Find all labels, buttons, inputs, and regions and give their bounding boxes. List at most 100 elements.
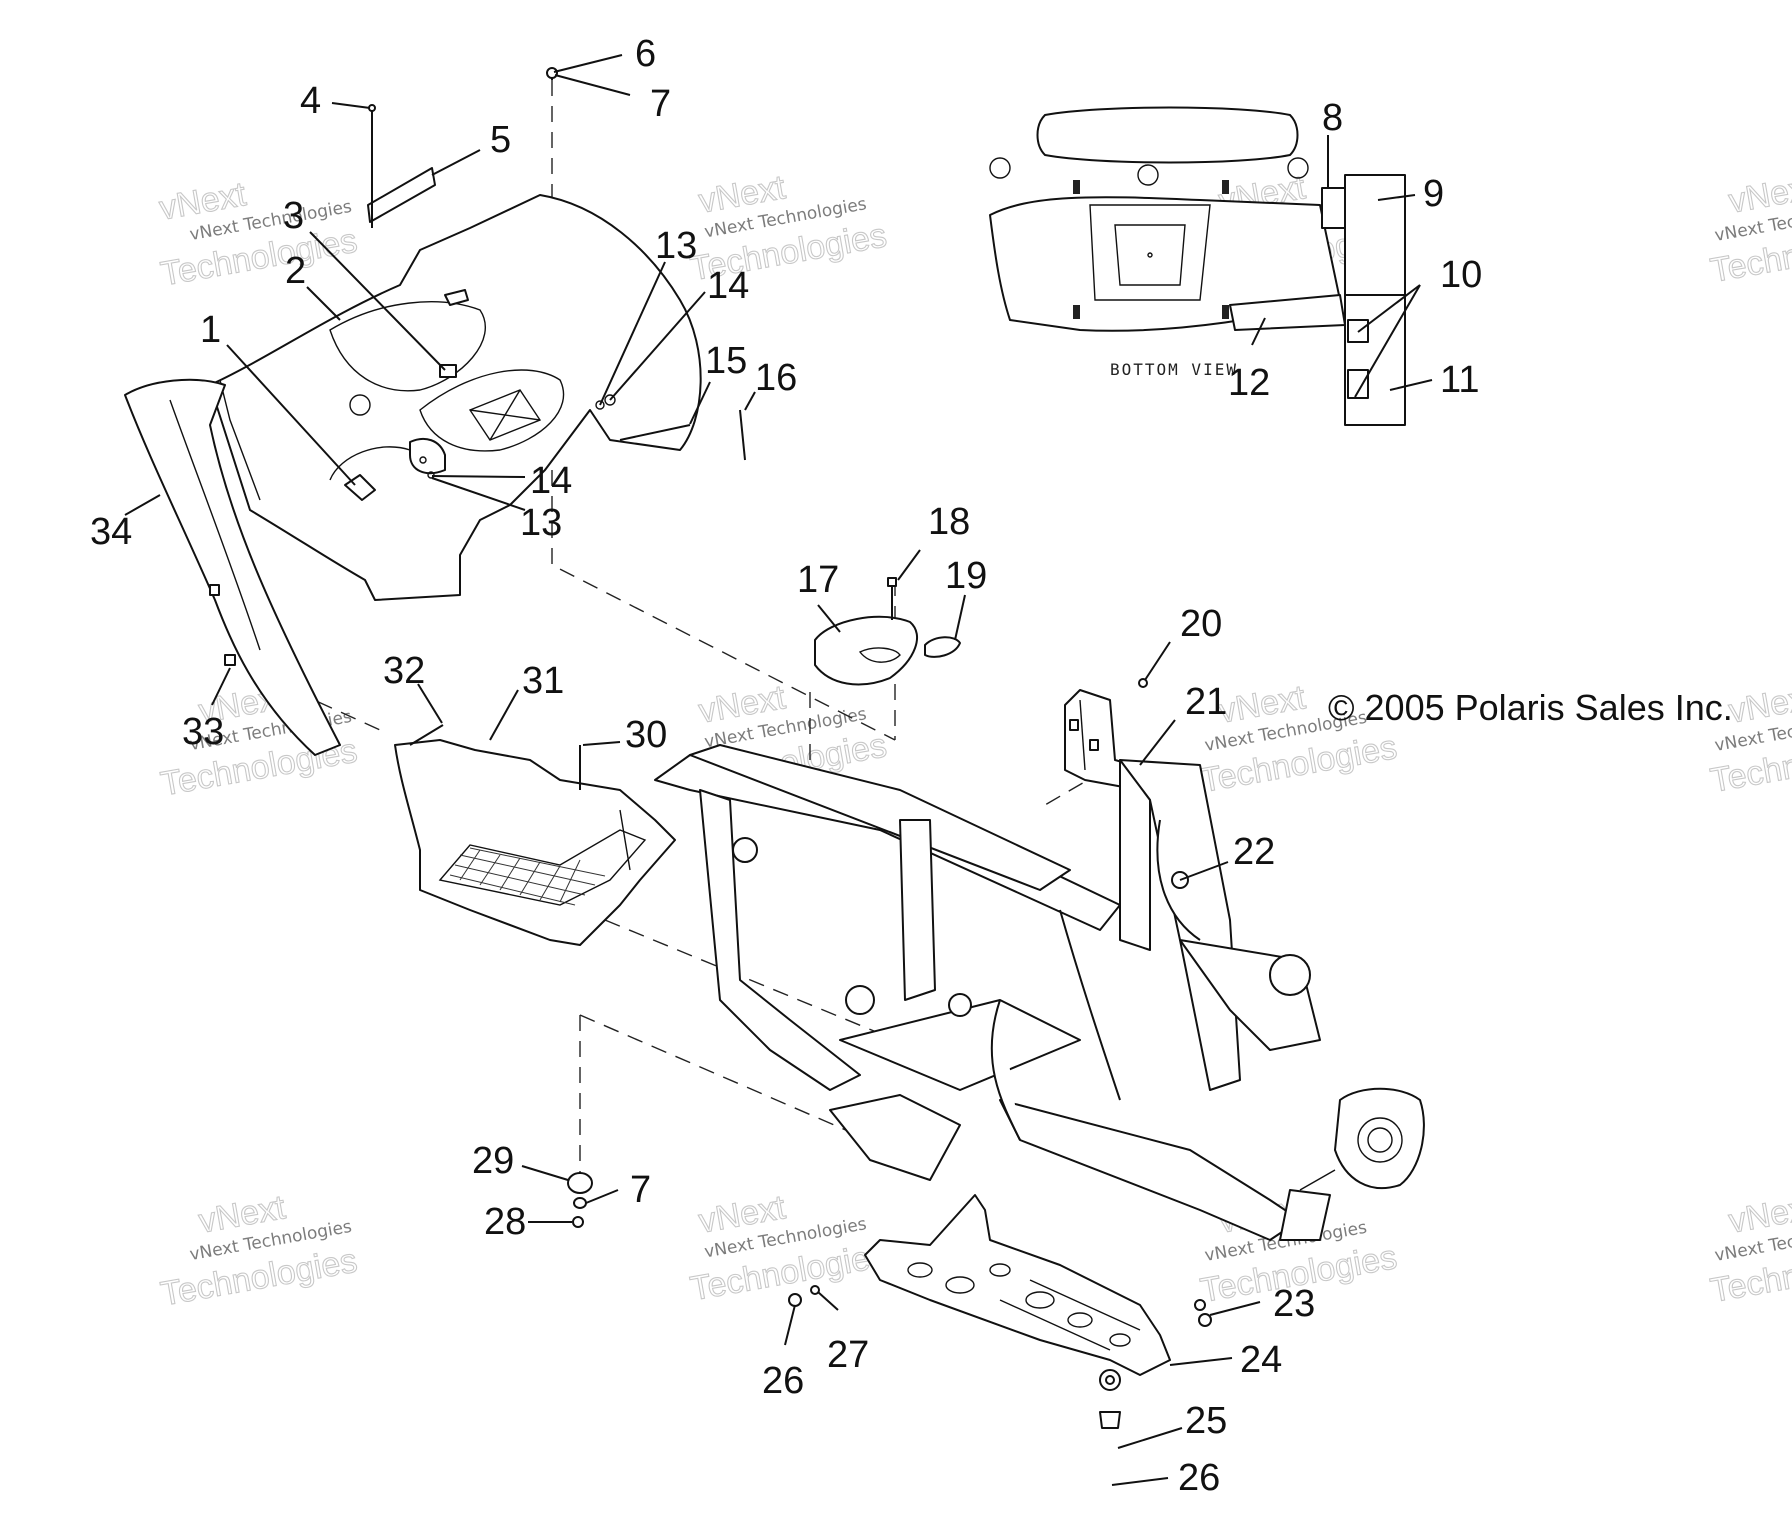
callout-16: 16 <box>755 357 797 399</box>
pin-part-16 <box>739 409 746 461</box>
leader-lines <box>124 54 1433 1486</box>
callout-18: 18 <box>928 501 970 543</box>
callout-28: 28 <box>484 1201 526 1243</box>
copyright-notice: © 2005 Polaris Sales Inc. <box>1328 687 1733 728</box>
callout-3: 3 <box>283 195 304 237</box>
callout-19: 19 <box>945 555 987 597</box>
differential-link <box>1299 1169 1336 1191</box>
callout-15: 15 <box>705 340 747 382</box>
frame-tower-side <box>1119 759 1151 951</box>
frame-left-leg <box>699 789 861 1091</box>
guide-line-footwell <box>579 1014 916 1161</box>
footwell-floor <box>438 829 647 906</box>
callout-22: 22 <box>1233 831 1275 873</box>
footwell-assembly <box>394 724 676 946</box>
washer-hole-25 <box>1105 1375 1115 1385</box>
leader-12 <box>1251 317 1266 346</box>
watermark-bottom-edge: vNext vNext Technologies Technologies <box>1707 1188 1792 1311</box>
differential-flange <box>1357 1117 1403 1163</box>
pin-head-18 <box>887 577 897 587</box>
frame-footrest-plate <box>829 1094 961 1181</box>
leader-18 <box>897 549 921 581</box>
callout-17: 17 <box>797 559 839 601</box>
svg-text:vNext: vNext <box>1726 168 1792 221</box>
leader-14-top <box>609 291 706 401</box>
bottom-view-plate-outer <box>1089 204 1211 301</box>
bracket-hole-2 <box>427 471 435 479</box>
watermark-bottom-center: vNext vNext Technologies Technologies <box>687 1188 890 1309</box>
screw-head-6 <box>546 67 558 79</box>
latch-cup-slot <box>858 647 901 663</box>
frame-bushing <box>1269 954 1311 996</box>
leader-14-lower <box>431 475 526 478</box>
bolt-part-26-lower <box>1099 1411 1121 1429</box>
frame-floor-plate <box>839 999 1081 1091</box>
leader-6 <box>553 54 623 73</box>
nut-part-28 <box>572 1216 584 1228</box>
bottom-view-tab-1 <box>1073 180 1080 194</box>
watermark-mid-edge: vNext vNext Technologies Technologies <box>1707 678 1792 801</box>
nut-14-right <box>604 394 616 406</box>
footwell-tread-grid <box>449 847 606 906</box>
seat-latch-parts <box>814 577 961 686</box>
callout-24: 24 <box>1240 1339 1282 1381</box>
fender-crease <box>219 379 261 501</box>
leader-20 <box>1144 641 1171 681</box>
grommet-13-right <box>595 400 605 410</box>
callout-7-lower: 7 <box>630 1169 651 1211</box>
callout-23: 23 <box>1273 1283 1315 1325</box>
frame-top-rail-right <box>689 744 1071 891</box>
screw-part-32 <box>409 724 444 746</box>
callout-33: 33 <box>182 711 224 753</box>
callout-7-top: 7 <box>650 83 671 125</box>
leader-3 <box>309 231 446 371</box>
callout-13-top: 13 <box>655 225 697 267</box>
skid-rib-1 <box>999 1299 1111 1351</box>
bottom-view-seat <box>1036 106 1299 164</box>
leader-23 <box>1209 1301 1261 1316</box>
leader-11 <box>1389 379 1433 391</box>
bottom-view-plate-inner <box>1114 224 1186 286</box>
callout-5: 5 <box>490 119 511 161</box>
bottom-view-tab-4 <box>1222 305 1229 319</box>
rear-reflector-bracket <box>409 437 446 475</box>
watermark-top-left: vNext vNext Technologies Technologies <box>156 175 361 294</box>
callout-30: 30 <box>625 714 667 756</box>
rod-part-15 <box>619 424 691 441</box>
rear-fender-assembly <box>124 67 746 756</box>
storage-well <box>329 301 486 392</box>
callout-26-lower: 26 <box>1178 1457 1220 1499</box>
frame-brace-1 <box>1059 909 1121 1101</box>
frame-hole-3 <box>948 993 972 1017</box>
callout-21: 21 <box>1185 681 1227 723</box>
callout-10: 10 <box>1440 254 1482 296</box>
bottom-view-tab-3 <box>1073 305 1080 319</box>
leader-5 <box>431 149 481 176</box>
frame-center-post <box>899 819 936 1001</box>
bottom-view-hole-2 <box>1137 164 1159 186</box>
leader-33 <box>211 667 231 706</box>
callout-12: 12 <box>1228 362 1270 404</box>
leader-17 <box>817 604 841 633</box>
leader-24 <box>1169 1357 1233 1366</box>
skid-hole-3 <box>989 1263 1011 1277</box>
svg-text:vNext: vNext <box>1726 1188 1792 1241</box>
footwell-part-31 <box>394 739 676 946</box>
frame-front-tower <box>1119 759 1241 1091</box>
leader-21 <box>1139 719 1176 766</box>
callout-8: 8 <box>1322 97 1343 139</box>
guide-line-34 <box>269 679 381 731</box>
callout-11: 11 <box>1440 359 1479 401</box>
differential-hub <box>1367 1127 1393 1153</box>
bottom-view-label: BOTTOM VIEW <box>1110 360 1238 379</box>
callout-labels: 1 2 3 4 5 6 7 8 9 10 11 12 13 14 15 16 1… <box>90 33 1482 1499</box>
bolt-part-26-upper <box>788 1293 802 1307</box>
watermark-top-edge: vNext vNext Technologies Technologies <box>1707 168 1792 291</box>
guide-line-31 <box>604 919 921 1051</box>
bottom-view-detail: BOTTOM VIEW <box>989 106 1406 426</box>
frame-hole-1 <box>732 837 758 863</box>
bottom-view-hole-3 <box>1287 157 1309 179</box>
latch-pad-19 <box>924 636 961 658</box>
leader-27 <box>817 1291 839 1311</box>
leader-7-lower <box>585 1189 619 1204</box>
